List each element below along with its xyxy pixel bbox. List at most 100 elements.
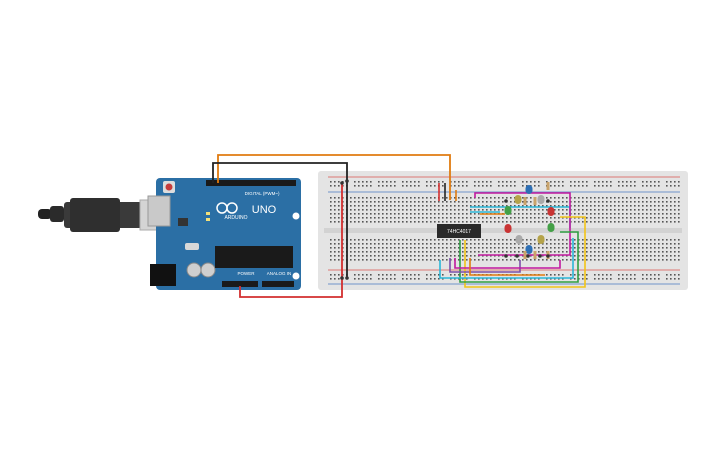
breadboard-hole[interactable] [338, 209, 340, 211]
breadboard-hole[interactable] [646, 255, 648, 257]
breadboard-hole[interactable] [394, 201, 396, 203]
breadboard-hole[interactable] [562, 201, 564, 203]
breadboard-hole[interactable] [414, 255, 416, 257]
breadboard-hole[interactable] [674, 213, 676, 215]
breadboard-hole[interactable] [422, 221, 424, 223]
breadboard-hole[interactable] [514, 259, 516, 261]
breadboard-hole[interactable] [458, 259, 460, 261]
breadboard-hole[interactable] [670, 181, 672, 183]
breadboard-hole[interactable] [546, 209, 548, 211]
breadboard-hole[interactable] [626, 239, 628, 241]
breadboard-hole[interactable] [518, 247, 520, 249]
breadboard-hole[interactable] [454, 217, 456, 219]
breadboard-hole[interactable] [558, 221, 560, 223]
breadboard-hole[interactable] [598, 197, 600, 199]
breadboard-hole[interactable] [678, 255, 680, 257]
breadboard-hole[interactable] [558, 243, 560, 245]
breadboard-hole[interactable] [446, 251, 448, 253]
breadboard-hole[interactable] [534, 209, 536, 211]
breadboard-hole[interactable] [662, 205, 664, 207]
breadboard-hole[interactable] [350, 205, 352, 207]
breadboard-hole[interactable] [370, 255, 372, 257]
breadboard-hole[interactable] [622, 278, 624, 280]
breadboard-hole[interactable] [330, 201, 332, 203]
breadboard-hole[interactable] [654, 259, 656, 261]
breadboard-hole[interactable] [650, 255, 652, 257]
breadboard-hole[interactable] [458, 181, 460, 183]
breadboard-hole[interactable] [574, 205, 576, 207]
breadboard-hole[interactable] [626, 278, 628, 280]
breadboard-hole[interactable] [546, 217, 548, 219]
breadboard-hole[interactable] [630, 181, 632, 183]
breadboard-hole[interactable] [638, 247, 640, 249]
breadboard-hole[interactable] [522, 205, 524, 207]
breadboard-hole[interactable] [638, 205, 640, 207]
breadboard-hole[interactable] [362, 259, 364, 261]
breadboard-hole[interactable] [630, 221, 632, 223]
breadboard-hole[interactable] [558, 181, 560, 183]
breadboard-hole[interactable] [474, 181, 476, 183]
breadboard-hole[interactable] [370, 197, 372, 199]
breadboard-hole[interactable] [334, 201, 336, 203]
breadboard-hole[interactable] [354, 217, 356, 219]
breadboard-hole[interactable] [678, 251, 680, 253]
breadboard-hole[interactable] [622, 255, 624, 257]
breadboard-hole[interactable] [458, 201, 460, 203]
breadboard-hole[interactable] [598, 181, 600, 183]
breadboard-hole[interactable] [574, 239, 576, 241]
breadboard-hole[interactable] [618, 181, 620, 183]
breadboard-hole[interactable] [390, 255, 392, 257]
breadboard-hole[interactable] [434, 209, 436, 211]
breadboard-hole[interactable] [606, 247, 608, 249]
breadboard-hole[interactable] [538, 209, 540, 211]
breadboard-hole[interactable] [554, 197, 556, 199]
breadboard-hole[interactable] [338, 247, 340, 249]
breadboard-hole[interactable] [510, 201, 512, 203]
breadboard-hole[interactable] [414, 181, 416, 183]
breadboard-hole[interactable] [522, 217, 524, 219]
breadboard-hole[interactable] [410, 247, 412, 249]
breadboard-hole[interactable] [518, 251, 520, 253]
breadboard-hole[interactable] [566, 205, 568, 207]
breadboard-hole[interactable] [442, 221, 444, 223]
breadboard-hole[interactable] [438, 274, 440, 276]
breadboard-hole[interactable] [330, 255, 332, 257]
breadboard-hole[interactable] [598, 243, 600, 245]
breadboard-hole[interactable] [386, 239, 388, 241]
breadboard-hole[interactable] [546, 221, 548, 223]
breadboard-hole[interactable] [398, 217, 400, 219]
breadboard-hole[interactable] [662, 247, 664, 249]
breadboard-hole[interactable] [358, 217, 360, 219]
breadboard-hole[interactable] [350, 217, 352, 219]
breadboard-hole[interactable] [418, 213, 420, 215]
breadboard-hole[interactable] [418, 278, 420, 280]
breadboard-hole[interactable] [458, 255, 460, 257]
breadboard-hole[interactable] [470, 205, 472, 207]
breadboard-hole[interactable] [522, 251, 524, 253]
breadboard-hole[interactable] [382, 201, 384, 203]
breadboard-hole[interactable] [530, 209, 532, 211]
breadboard-hole[interactable] [674, 278, 676, 280]
breadboard-hole[interactable] [398, 259, 400, 261]
breadboard-hole[interactable] [554, 213, 556, 215]
breadboard-hole[interactable] [466, 197, 468, 199]
breadboard-hole[interactable] [602, 221, 604, 223]
breadboard-hole[interactable] [390, 197, 392, 199]
breadboard-hole[interactable] [470, 213, 472, 215]
breadboard-hole[interactable] [402, 243, 404, 245]
breadboard-hole[interactable] [602, 278, 604, 280]
breadboard-hole[interactable] [554, 251, 556, 253]
breadboard-hole[interactable] [474, 213, 476, 215]
breadboard-hole[interactable] [626, 247, 628, 249]
breadboard-hole[interactable] [550, 247, 552, 249]
breadboard-hole[interactable] [558, 209, 560, 211]
breadboard-hole[interactable] [510, 239, 512, 241]
breadboard-hole[interactable] [402, 201, 404, 203]
breadboard-hole[interactable] [490, 221, 492, 223]
breadboard-hole[interactable] [394, 278, 396, 280]
breadboard-hole[interactable] [630, 278, 632, 280]
breadboard-hole[interactable] [474, 259, 476, 261]
breadboard-hole[interactable] [446, 221, 448, 223]
breadboard-hole[interactable] [678, 274, 680, 276]
